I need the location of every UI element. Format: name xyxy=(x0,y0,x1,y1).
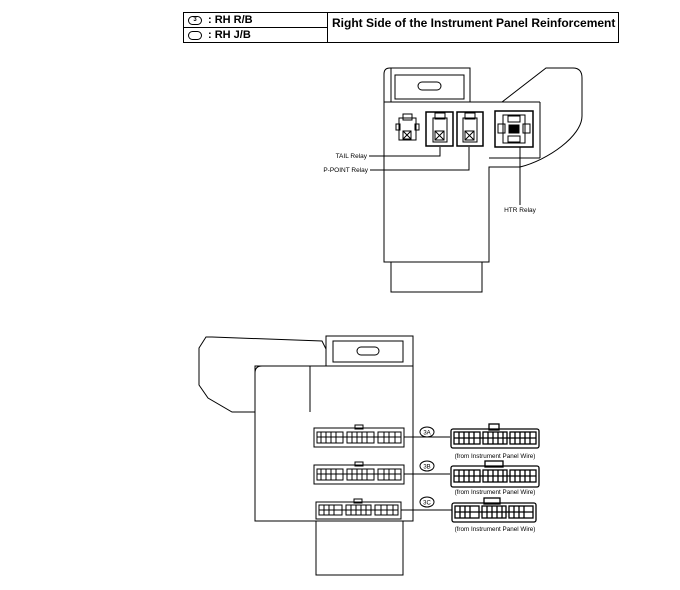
wire-label-3a: (from Instrument Panel Wire) xyxy=(455,453,536,460)
circled-number-icon: 3 xyxy=(188,15,202,25)
relay-block-window-slot xyxy=(417,81,442,91)
legend-table: 3 : RH R/B : RH J/B Right Side of the In… xyxy=(183,12,619,43)
oval-icon xyxy=(188,30,202,40)
jb-socket-3b xyxy=(313,461,405,485)
relay-socket-1 xyxy=(395,113,420,141)
tail-relay-leader xyxy=(369,147,441,157)
callout-3b-label: 3B xyxy=(423,465,430,471)
wire-plug-3b xyxy=(450,460,540,488)
wire-label-3c: (from Instrument Panel Wire) xyxy=(455,526,536,533)
junction-block-cable-flap xyxy=(198,336,327,413)
ppoint-relay-socket xyxy=(456,111,484,147)
jb-socket-3c xyxy=(315,498,402,520)
callout-3a-label: 3A xyxy=(423,431,430,437)
legend-key: 3 : RH R/B : RH J/B xyxy=(184,13,328,42)
ppoint-relay-label: P-POINT Relay xyxy=(323,167,368,174)
relay-block-top-tab xyxy=(390,67,471,103)
callout-3c-label: 3C xyxy=(423,501,431,507)
ppoint-relay-leader xyxy=(370,147,470,171)
htr-relay-socket xyxy=(494,110,534,148)
legend-title: Right Side of the Instrument Panel Reinf… xyxy=(332,16,616,30)
legend-label-rh-rb: : RH R/B xyxy=(208,14,253,26)
wire-plug-3c xyxy=(451,497,537,523)
relay-block-window xyxy=(394,74,465,100)
jb-socket-3a xyxy=(313,424,405,448)
relay-block-outline xyxy=(383,67,583,263)
callout-3c xyxy=(419,496,435,508)
legend-row-rh-jb: : RH J/B xyxy=(184,27,327,42)
htr-relay-label: HTR Relay xyxy=(504,207,537,214)
tail-relay-label: TAIL Relay xyxy=(336,153,368,160)
relay-block xyxy=(369,67,583,293)
legend-label-rh-jb: : RH J/B xyxy=(208,29,251,41)
relay-block-bottom-tab xyxy=(390,262,483,293)
wire-plug-3a xyxy=(450,423,540,449)
wire-label-3b: (from Instrument Panel Wire) xyxy=(455,489,536,496)
junction-block-window-slot xyxy=(356,346,380,356)
tail-relay-socket xyxy=(425,111,454,147)
junction-block-bottom-tab xyxy=(315,521,404,576)
callout-3b xyxy=(419,460,435,472)
junction-block xyxy=(198,335,540,576)
legend-row-rh-rb: 3 : RH R/B xyxy=(184,13,327,27)
junction-block-window xyxy=(332,340,404,363)
